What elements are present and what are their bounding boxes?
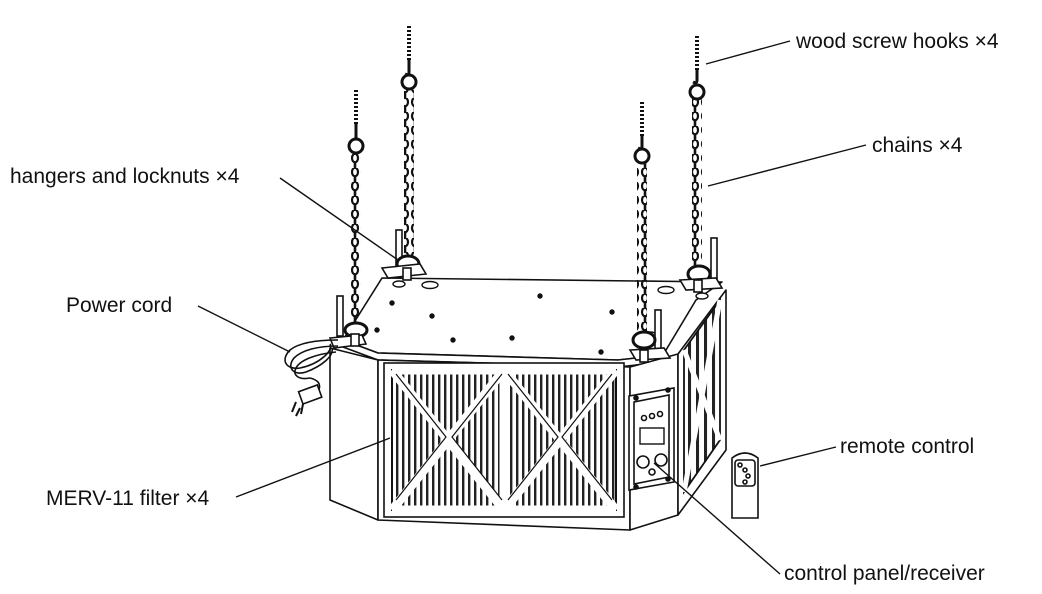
hook-front-left <box>347 90 365 155</box>
hanger-brackets <box>328 229 724 363</box>
hook-front-right <box>633 102 651 165</box>
remote-control-graphic <box>731 452 759 519</box>
leader-lines <box>197 40 867 575</box>
hook-back-left <box>400 26 418 91</box>
label-merv-filter: MERV-11 filter ×4 <box>46 487 210 510</box>
chain-back-right <box>692 96 702 266</box>
label-remote-control: remote control <box>840 435 975 458</box>
leader-filter <box>235 437 391 498</box>
side-filter <box>681 297 723 495</box>
leader-remote <box>759 446 837 467</box>
label-wood-screw-hooks: wood screw hooks ×4 <box>796 30 999 53</box>
label-control-panel: control panel/receiver <box>784 562 985 585</box>
screw-hooks <box>347 26 706 165</box>
hanger-front-left <box>328 295 369 349</box>
front-filter <box>383 362 625 518</box>
leader-hangers <box>279 177 399 261</box>
leader-chains <box>707 144 867 187</box>
hook-back-right <box>688 36 706 101</box>
label-hangers-locknuts: hangers and locknuts ×4 <box>10 165 240 188</box>
hanger-back-left <box>380 229 428 281</box>
hanger-back-right <box>678 237 724 293</box>
chain-front-left <box>351 150 361 322</box>
leader-power <box>197 305 291 353</box>
leader-hooks <box>705 40 791 65</box>
chains <box>351 88 702 332</box>
power-cord-graphic <box>284 339 339 417</box>
chain-front-right <box>637 160 647 332</box>
label-chains: chains ×4 <box>872 134 963 157</box>
unit-left-side <box>329 347 379 521</box>
chain-back-left <box>404 88 414 256</box>
leader-panel <box>653 462 781 575</box>
label-power-cord: Power cord <box>66 294 173 317</box>
control-panel-graphic <box>628 387 675 491</box>
